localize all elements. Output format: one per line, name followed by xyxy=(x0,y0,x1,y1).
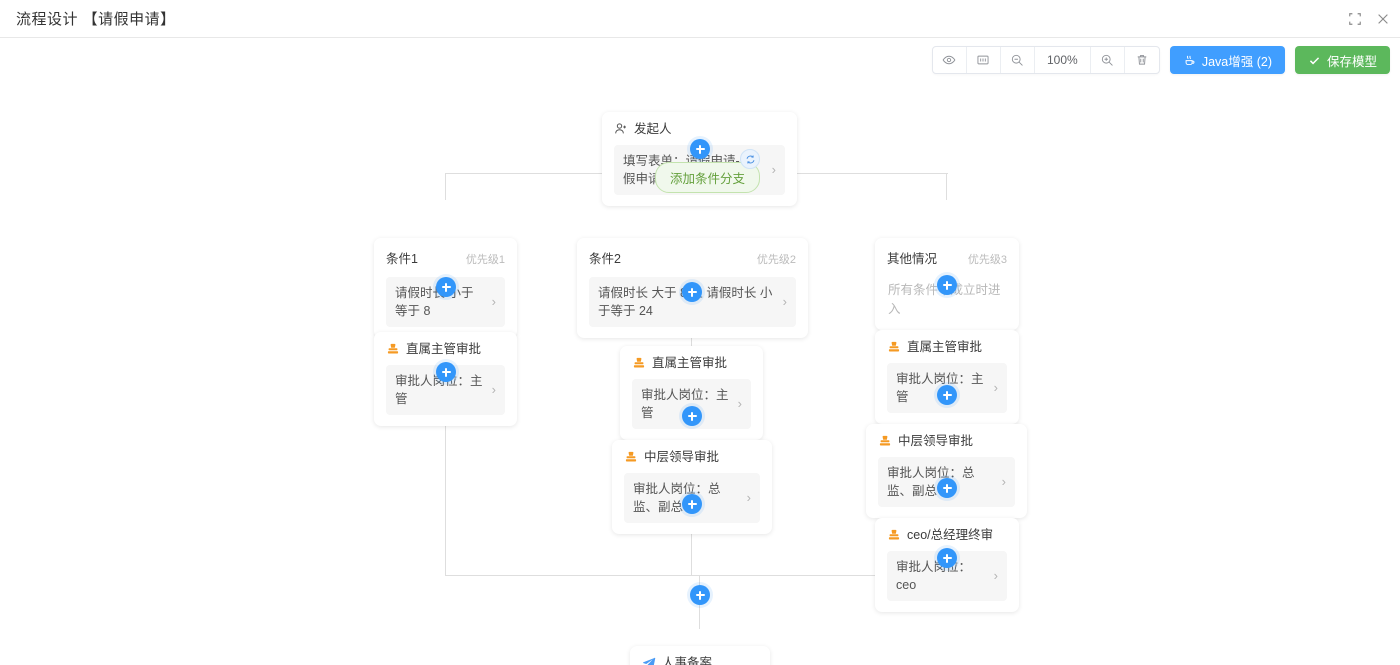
connector-line xyxy=(445,173,446,200)
connector-line xyxy=(445,389,446,575)
start-node-title: 发起人 xyxy=(634,121,672,136)
chevron-right-icon: › xyxy=(771,161,776,177)
add-node-button-b1-1[interactable] xyxy=(436,277,456,297)
approval-b3-1-assignee: 审批人岗位：主管 xyxy=(896,372,984,405)
condition-1-header: 条件1 优先级1 xyxy=(386,248,505,267)
approval-b3-3-title: ceo/总经理终审 xyxy=(907,527,994,542)
zoom-out-button[interactable] xyxy=(1001,47,1035,73)
approval-b2-1-assignee: 审批人岗位：主管 xyxy=(641,388,729,421)
branch-merge-line xyxy=(445,575,948,576)
chevron-right-icon: › xyxy=(782,293,787,309)
add-node-button-b3-2[interactable] xyxy=(937,385,957,405)
form-icon xyxy=(976,53,990,67)
add-node-button-end[interactable] xyxy=(690,585,710,605)
user-add-icon xyxy=(614,122,628,136)
add-node-button-b3-4[interactable] xyxy=(937,548,957,568)
start-node-header: 发起人 xyxy=(614,122,785,136)
stamp-icon xyxy=(632,356,646,370)
approval-b2-2-title: 中层领导审批 xyxy=(644,449,720,464)
condition-2-priority: 优先级2 xyxy=(756,254,796,266)
toolbar-group: 100% xyxy=(931,46,1160,74)
approval-node-b2-1[interactable]: 直属主管审批 审批人岗位：主管 › xyxy=(620,346,763,441)
connector-line xyxy=(691,497,692,575)
approval-b1-1-title: 直属主管审批 xyxy=(406,341,482,356)
approval-b3-2-title: 中层领导审批 xyxy=(898,433,974,448)
trash-icon xyxy=(1135,53,1149,67)
approval-node-b3-2[interactable]: 中层领导审批 审批人岗位：总监、副总 › xyxy=(866,424,1027,519)
condition-3-name: 其他情况 xyxy=(887,252,938,266)
zoom-in-button[interactable] xyxy=(1091,47,1125,73)
approval-node-b2-2[interactable]: 中层领导审批 审批人岗位：总监、副总 › xyxy=(612,440,772,535)
add-node-button-b3-1[interactable] xyxy=(937,275,957,295)
approval-b3-3-header: ceo/总经理终审 xyxy=(887,528,1007,542)
chevron-right-icon: › xyxy=(491,293,496,309)
delete-button[interactable] xyxy=(1125,47,1159,73)
connector-line xyxy=(946,173,947,200)
sync-branch-button[interactable] xyxy=(740,149,760,169)
save-model-button[interactable]: 保存模型 xyxy=(1294,46,1390,74)
approval-b3-2-assignee: 审批人岗位：总监、副总 xyxy=(887,466,975,499)
add-node-button-b2-2[interactable] xyxy=(682,406,702,426)
approval-b2-2-assignee: 审批人岗位：总监、副总 xyxy=(633,482,721,515)
zoom-in-icon xyxy=(1100,53,1114,67)
chevron-right-icon: › xyxy=(993,379,998,395)
condition-2-header: 条件2 优先级2 xyxy=(589,248,796,267)
condition-3-priority: 优先级3 xyxy=(967,254,1007,266)
approval-b2-1-title: 直属主管审批 xyxy=(652,355,728,370)
flow-diagram: 发起人 填写表单：请假申请-请假申请单 › 添加条件分支 xyxy=(0,38,1400,665)
stamp-icon xyxy=(887,340,901,354)
approval-b3-2-header: 中层领导审批 xyxy=(878,434,1015,448)
add-node-button-b2-3[interactable] xyxy=(682,494,702,514)
add-node-button-b3-3[interactable] xyxy=(937,478,957,498)
window-controls xyxy=(1348,0,1390,38)
approval-b1-1-assignee: 审批人岗位：主管 xyxy=(395,374,483,407)
send-icon xyxy=(642,656,656,665)
add-node-button-b2-1[interactable] xyxy=(682,282,702,302)
approval-b3-1-title: 直属主管审批 xyxy=(907,339,983,354)
approval-b1-1-header: 直属主管审批 xyxy=(386,342,505,356)
fullscreen-icon[interactable] xyxy=(1348,12,1362,26)
check-icon xyxy=(1308,54,1321,67)
add-node-button-start[interactable] xyxy=(690,139,710,159)
save-model-label: 保存模型 xyxy=(1326,54,1377,69)
chevron-right-icon: › xyxy=(1001,473,1006,489)
add-condition-branch-button[interactable]: 添加条件分支 xyxy=(655,162,761,193)
zoom-out-icon xyxy=(1010,53,1024,67)
canvas-toolbar: 100% Java增强 (2) xyxy=(931,46,1390,74)
close-icon[interactable] xyxy=(1376,12,1390,26)
page-title: 流程设计 【请假申请】 xyxy=(16,11,176,28)
condition-3-header: 其他情况 优先级3 xyxy=(887,248,1007,267)
eye-icon xyxy=(942,53,956,67)
preview-button[interactable] xyxy=(933,47,967,73)
end-node-title: 人事备案 xyxy=(662,655,713,665)
condition-1-priority: 优先级1 xyxy=(465,254,505,266)
stamp-icon xyxy=(887,528,901,542)
java-enhance-button[interactable]: Java增强 (2) xyxy=(1169,46,1285,74)
chevron-right-icon: › xyxy=(737,395,742,411)
sync-icon xyxy=(745,154,756,165)
chevron-right-icon: › xyxy=(993,567,998,583)
stamp-icon xyxy=(878,434,892,448)
chevron-right-icon: › xyxy=(746,489,751,505)
add-node-button-b1-2[interactable] xyxy=(436,362,456,382)
condition-2-name: 条件2 xyxy=(589,252,621,266)
java-icon xyxy=(1183,54,1196,67)
condition-1-name: 条件1 xyxy=(386,252,418,266)
approval-b2-2-header: 中层领导审批 xyxy=(624,450,760,464)
chevron-right-icon: › xyxy=(491,381,496,397)
zoom-level[interactable]: 100% xyxy=(1035,47,1091,73)
form-button[interactable] xyxy=(967,47,1001,73)
java-enhance-label: Java增强 (2) xyxy=(1201,54,1272,69)
approval-b2-1-header: 直属主管审批 xyxy=(632,356,751,370)
title-bar: 流程设计 【请假申请】 xyxy=(0,0,1400,38)
end-node[interactable]: 人事备案 审批人岗位：人事 › xyxy=(630,646,770,665)
flow-canvas[interactable]: 发起人 填写表单：请假申请-请假申请单 › 添加条件分支 xyxy=(0,38,1400,665)
stamp-icon xyxy=(386,342,400,356)
end-node-header: 人事备案 xyxy=(642,656,758,665)
approval-b3-1-header: 直属主管审批 xyxy=(887,340,1007,354)
approval-node-b3-1[interactable]: 直属主管审批 审批人岗位：主管 › xyxy=(875,330,1019,425)
stamp-icon xyxy=(624,450,638,464)
